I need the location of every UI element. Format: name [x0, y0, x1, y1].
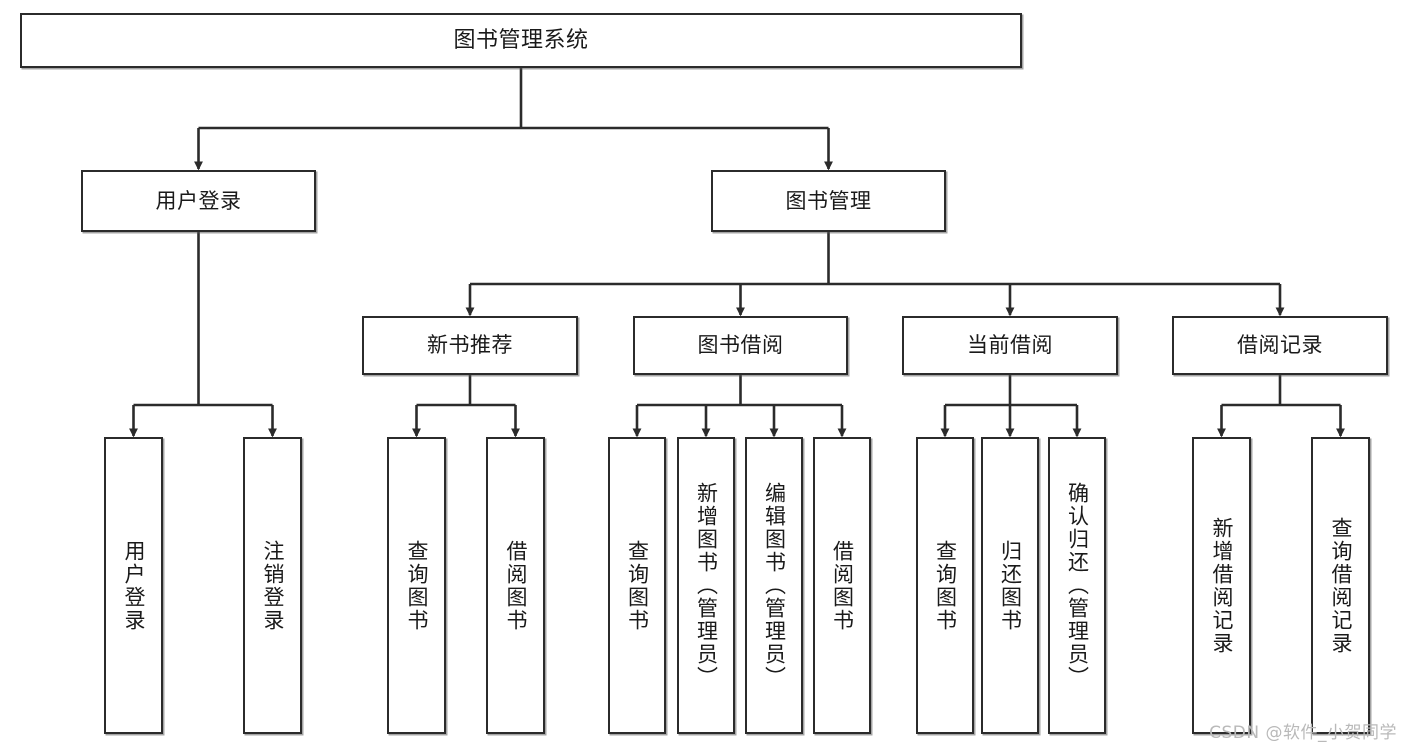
node-label: 查询图书	[625, 539, 650, 632]
watermark-text: CSDN @软件_小贺同学	[1209, 723, 1397, 743]
node-label: 新增图书（管理员）	[694, 482, 719, 689]
leaf-confirm-return-admin[interactable]: 确认归还（管理员）	[1048, 437, 1106, 734]
node-user-login[interactable]: 用户登录	[81, 170, 316, 232]
node-label: 用户登录	[155, 188, 242, 213]
leaf-query-borrowing-record[interactable]: 查询借阅记录	[1311, 437, 1370, 734]
node-label: 归还图书	[998, 539, 1023, 632]
node-root[interactable]: 图书管理系统	[20, 13, 1022, 68]
node-borrowing-record[interactable]: 借阅记录	[1172, 316, 1388, 375]
node-label: 图书借阅	[697, 333, 784, 358]
node-current-borrowing[interactable]: 当前借阅	[902, 316, 1118, 375]
node-label: 查询借阅记录	[1329, 516, 1353, 655]
node-book-borrowing[interactable]: 图书借阅	[633, 316, 848, 375]
leaf-logout[interactable]: 注销登录	[243, 437, 302, 734]
leaf-add-borrowing-record[interactable]: 新增借阅记录	[1192, 437, 1251, 734]
node-label: 图书管理系统	[453, 27, 589, 53]
node-new-book-recommendation[interactable]: 新书推荐	[362, 316, 578, 375]
leaf-add-book-admin[interactable]: 新增图书（管理员）	[677, 437, 735, 734]
node-label: 确认归还（管理员）	[1065, 482, 1090, 689]
leaf-query-book-recommendation[interactable]: 查询图书	[387, 437, 446, 734]
node-label: 注销登录	[261, 539, 285, 632]
node-label: 当前借阅	[967, 333, 1053, 358]
leaf-return-book[interactable]: 归还图书	[981, 437, 1039, 734]
leaf-query-book-borrowing[interactable]: 查询图书	[608, 437, 666, 734]
leaf-query-book-current[interactable]: 查询图书	[916, 437, 974, 734]
node-label: 图书管理	[785, 188, 872, 213]
node-label: 查询图书	[933, 539, 958, 632]
leaf-edit-book-admin[interactable]: 编辑图书（管理员）	[745, 437, 803, 734]
leaf-borrow-book-recommendation[interactable]: 借阅图书	[486, 437, 545, 734]
leaf-user-login[interactable]: 用户登录	[104, 437, 163, 734]
node-label: 借阅记录	[1237, 333, 1323, 358]
node-label: 编辑图书（管理员）	[762, 482, 787, 689]
node-label: 借阅图书	[830, 539, 855, 632]
leaf-borrow-book-borrowing[interactable]: 借阅图书	[813, 437, 871, 734]
node-book-management[interactable]: 图书管理	[711, 170, 946, 232]
node-label: 查询图书	[405, 539, 429, 632]
node-label: 用户登录	[122, 539, 146, 632]
node-label: 借阅图书	[504, 539, 528, 632]
node-label: 新书推荐	[427, 333, 513, 358]
node-label: 新增借阅记录	[1210, 516, 1234, 655]
